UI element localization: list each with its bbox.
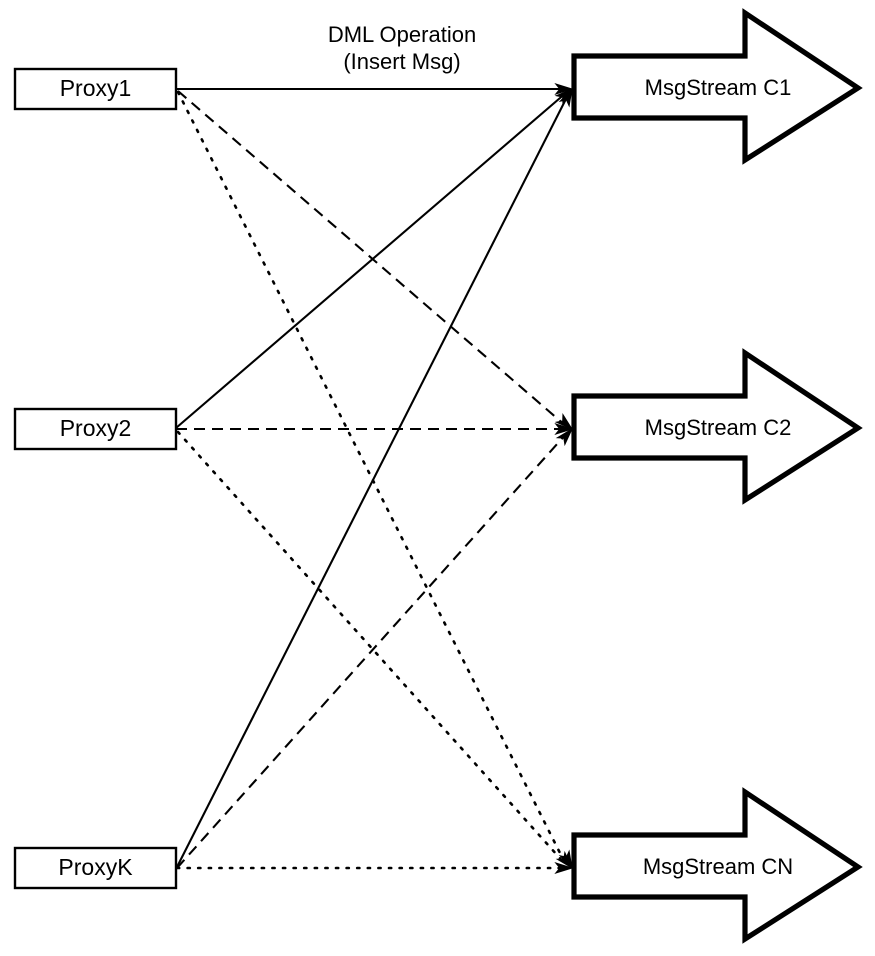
edge-proxy2-to-msgstream_c1: [175, 91, 568, 429]
edge-proxyk-to-msgstream_c2: [176, 432, 568, 869]
arrowhead-e-p1-c2: [554, 412, 574, 431]
msgstream-arrow-msgstream_c2[interactable]: MsgStream C2: [571, 348, 863, 505]
captions-layer: DML Operation(Insert Msg): [328, 22, 476, 74]
proxy-label: Proxy2: [60, 415, 132, 441]
arrowhead-e-p2-cn: [555, 850, 574, 870]
proxy-box-rect: [13, 407, 178, 451]
arrowheads-layer: [554, 83, 574, 874]
msgstream-arrow-shape: [571, 787, 863, 944]
edge-proxy2-to-msgstream_cn: [176, 430, 568, 867]
msgstream-arrow-shape: [571, 348, 863, 505]
proxy-box-rect: [13, 67, 178, 111]
proxy-node-proxy2[interactable]: Proxy2: [13, 407, 178, 451]
arrowhead-e-pk-c2: [555, 427, 574, 447]
proxy-box-rect: [13, 846, 178, 890]
proxy-node-proxyk[interactable]: ProxyK: [13, 846, 178, 890]
dml-caption-line1: DML Operation: [328, 22, 476, 47]
msgstream-arrow-shape: [571, 8, 863, 165]
proxy-node-proxy1[interactable]: Proxy1: [13, 67, 178, 111]
arrowhead-e-pk-c1: [558, 87, 573, 108]
arrowhead-e-pk-cn: [554, 862, 574, 874]
proxy-label: Proxy1: [60, 75, 132, 101]
dml-caption-line2: (Insert Msg): [343, 49, 460, 74]
edges-layer: [175, 87, 570, 870]
edge-proxy1-to-msgstream_cn: [176, 90, 568, 867]
msgstream-targets-layer: MsgStream C1 MsgStream C2 MsgStream CN: [571, 8, 863, 944]
msgstream-label: MsgStream C1: [645, 75, 792, 100]
msgstream-label: MsgStream CN: [643, 854, 793, 879]
msgstream-arrow-msgstream_cn[interactable]: MsgStream CN: [571, 787, 863, 944]
edge-proxyk-to-msgstream_c1: [176, 92, 570, 868]
arrowhead-e-p1-c1: [554, 83, 574, 95]
msgstream-arrow-msgstream_c1[interactable]: MsgStream C1: [571, 8, 863, 165]
msgstream-label: MsgStream C2: [645, 415, 792, 440]
proxy-label: ProxyK: [58, 854, 133, 880]
arrowhead-e-p2-c2: [554, 423, 574, 435]
